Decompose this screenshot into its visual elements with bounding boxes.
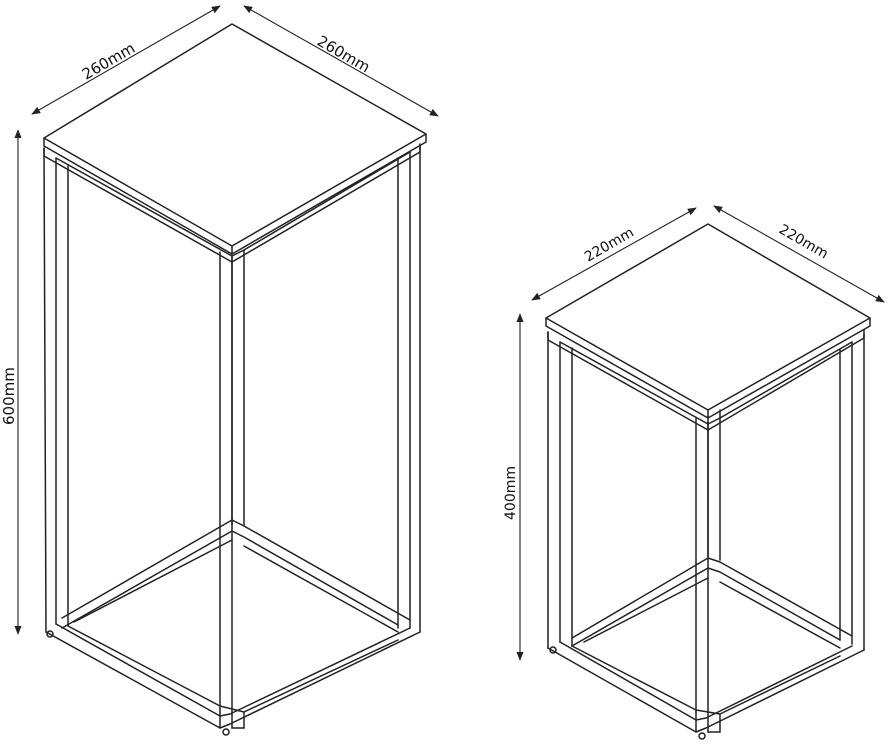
small-table-width-label: 220mm xyxy=(582,225,637,266)
small-table-front-center-leg xyxy=(695,417,709,740)
large-table-bottom-front-rails xyxy=(45,623,421,729)
small-table-apron xyxy=(547,329,865,431)
small-table-back-right-leg xyxy=(839,333,865,651)
large-table-front-left-leg xyxy=(43,147,69,638)
large-table-apron xyxy=(43,143,421,263)
large-table-height-label: 600mm xyxy=(0,367,18,425)
small-table-front-left-leg xyxy=(547,331,573,654)
large-table-width-label: 260mm xyxy=(79,39,138,84)
large-table-front-center-leg xyxy=(219,251,233,736)
large-table-back-right-leg xyxy=(397,145,421,633)
large-table-back-inner-leg xyxy=(231,249,245,526)
small-table-bottom-front-rails xyxy=(547,641,865,733)
large-table-depth-label: 260mm xyxy=(314,32,373,77)
small-table xyxy=(545,223,871,740)
small-table-height-label: 400mm xyxy=(503,466,519,520)
large-table xyxy=(43,23,427,736)
small-table-height-dimension: 400mm xyxy=(503,313,524,661)
small-table-bottom-back-rails xyxy=(571,557,853,649)
large-table-bottom-back-rails xyxy=(61,519,411,633)
small-table-back-inner-leg xyxy=(707,409,721,561)
large-table-height-dimension: 600mm xyxy=(0,129,22,635)
